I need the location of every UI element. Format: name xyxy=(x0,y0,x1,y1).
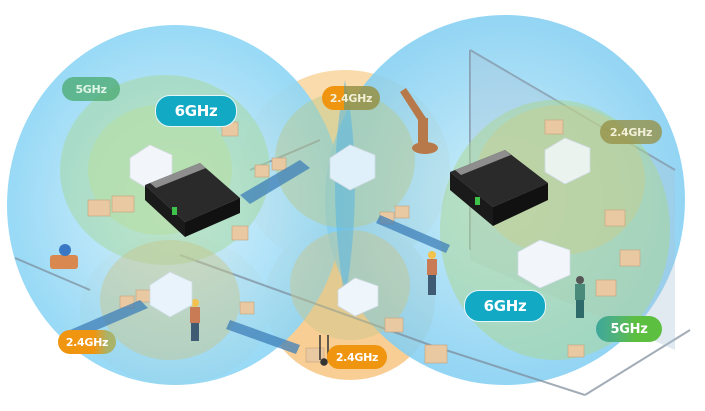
band-badge-6ghz-right: 6GHz xyxy=(464,290,546,322)
band-badge-24ghz-bottom-left: 2.4GHz xyxy=(58,330,116,354)
cargo-boxes xyxy=(87,119,641,364)
workers xyxy=(190,251,585,341)
band-badge-24ghz-bottom-center: 2.4GHz xyxy=(327,345,387,369)
band-badge-6ghz-left: 6GHz xyxy=(155,95,237,127)
agv-robot xyxy=(50,244,78,269)
conveyors xyxy=(70,160,450,354)
band-badge-24ghz-right: 2.4GHz xyxy=(600,120,662,144)
band-badge-24ghz-top-center: 2.4GHz xyxy=(322,86,380,110)
worker-left xyxy=(190,299,200,341)
band-badge-5ghz-right: 5GHz xyxy=(596,316,662,342)
robot-arm xyxy=(400,88,438,154)
worker-center xyxy=(427,251,437,295)
worker-right xyxy=(575,276,585,318)
gateway-devices xyxy=(145,150,548,237)
ap-center-bottom xyxy=(337,277,379,317)
ap-right-top xyxy=(544,137,591,185)
left-gateway xyxy=(145,163,240,237)
overlap-beam xyxy=(335,80,355,300)
right-gateway xyxy=(450,150,548,226)
band-badge-5ghz-left: 5GHz xyxy=(62,77,120,101)
ap-right-bottom xyxy=(517,239,571,289)
ap-center-top xyxy=(329,144,376,191)
ap-left-bottom xyxy=(149,271,193,318)
